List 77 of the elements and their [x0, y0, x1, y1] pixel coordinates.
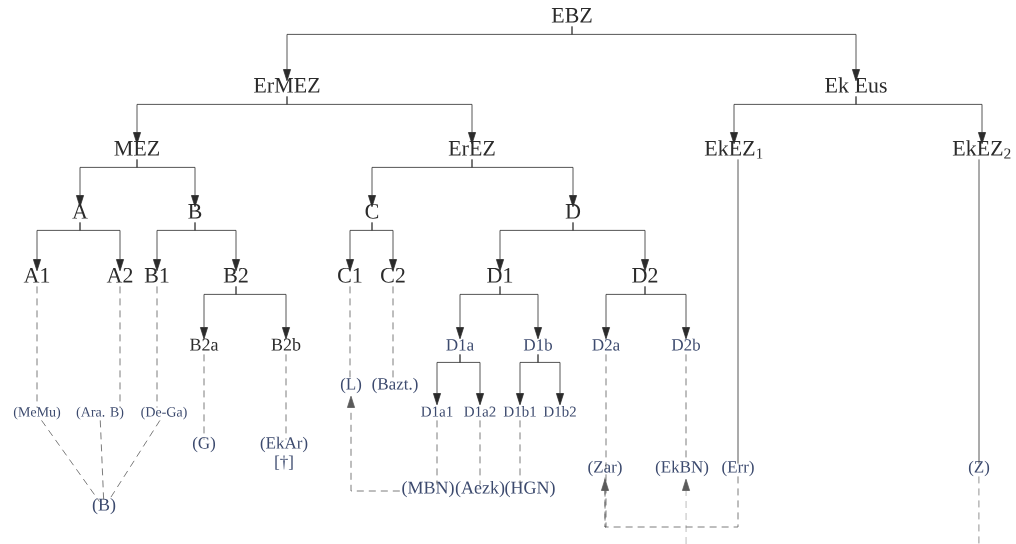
connector-line — [41, 420, 100, 502]
node-label: (B) — [92, 498, 116, 515]
node-label: D1b1 — [503, 406, 536, 417]
node-label: ErEZ — [448, 141, 495, 156]
connector-line — [436, 420, 438, 485]
node-label: (EkBN) — [655, 460, 709, 477]
connector-line — [479, 420, 481, 485]
node-label: C1 — [338, 267, 362, 283]
arrow — [601, 476, 739, 528]
annotation: [†] — [275, 455, 293, 470]
node-label: (HGN) — [505, 481, 555, 498]
node-label: EkEZ$_{1}$ — [704, 140, 763, 159]
node-label: C2 — [381, 267, 405, 283]
arrow — [537, 354, 564, 406]
node-label: EBZ — [551, 8, 592, 23]
arrow — [499, 286, 542, 340]
arrow — [347, 395, 401, 492]
arrow — [371, 222, 397, 272]
node-label: B2a — [190, 338, 219, 351]
arrow — [286, 96, 476, 145]
node-label: Ek Eus — [825, 77, 887, 93]
arrow — [136, 159, 199, 208]
node-label: ErMEZ — [254, 78, 320, 93]
connector-line — [203, 354, 205, 440]
node-label: MEZ — [114, 141, 159, 156]
arrow — [459, 354, 484, 406]
node-label: (G) — [192, 436, 216, 453]
node-label: A — [72, 204, 88, 219]
node-label: (Bazt.) — [372, 377, 418, 394]
connector-line — [978, 476, 980, 544]
connector-line — [99, 420, 105, 502]
node-label: D2a — [592, 339, 620, 351]
node-label: B — [188, 204, 202, 219]
node-label: (Err) — [722, 460, 754, 477]
arrow — [855, 96, 986, 145]
node-label: (Ara. B) — [76, 406, 124, 420]
node-label: D1b — [523, 338, 552, 351]
node-label: D — [565, 204, 581, 219]
node-label: (EkAr) — [260, 436, 308, 453]
node-label: B2 — [223, 267, 248, 283]
arrow — [571, 26, 860, 82]
node-label: D2 — [632, 267, 658, 283]
node-label: EkEZ$_{2}$ — [952, 140, 1011, 159]
node-label: (Aezk) — [455, 481, 505, 498]
node-label: D2b — [671, 338, 700, 351]
node-label: (De-Ga) — [141, 406, 187, 420]
node-label: (L) — [340, 377, 362, 394]
arrow — [471, 159, 577, 208]
node-label: D1b2 — [543, 406, 576, 417]
connector-line — [285, 354, 287, 440]
node-label: D1a — [446, 339, 474, 351]
node-label: (MeMu) — [13, 406, 61, 420]
connector-line — [156, 286, 158, 408]
connector-line — [107, 420, 161, 502]
connector-line — [737, 159, 739, 464]
connector-line — [604, 354, 607, 528]
arrow — [644, 286, 690, 340]
connector-line — [685, 354, 687, 464]
connector-line — [36, 286, 38, 408]
node-label: (MBN) — [402, 481, 454, 498]
connector-line — [519, 420, 521, 485]
connector-line — [978, 159, 980, 464]
node-label: (Z) — [968, 460, 990, 477]
node-label: A1 — [23, 268, 50, 283]
node-label: A2 — [106, 267, 133, 283]
node-label: (Zar) — [588, 460, 622, 477]
connector-line — [119, 286, 121, 408]
node-label: D1a2 — [464, 406, 496, 417]
arrow — [235, 286, 290, 340]
node-label: D1 — [487, 268, 513, 283]
node-label: D1a1 — [421, 406, 453, 417]
arrow — [194, 222, 240, 272]
arrow — [79, 222, 124, 272]
arrow — [572, 222, 649, 272]
node-label: C — [365, 203, 379, 219]
node-label: B1 — [144, 268, 169, 283]
node-label: B2b — [271, 338, 301, 351]
